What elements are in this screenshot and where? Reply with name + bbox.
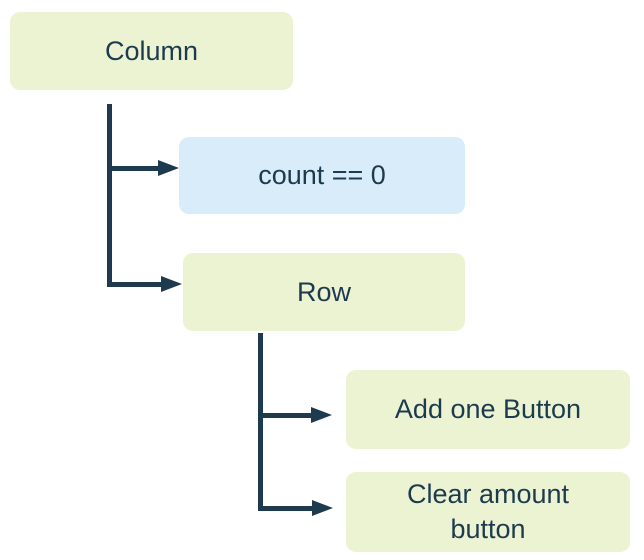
node-add-one-button: Add one Button	[346, 370, 630, 449]
node-row: Row	[183, 253, 465, 331]
connector-row-to-clear-button	[258, 506, 313, 511]
connector-column-to-row	[107, 282, 162, 287]
connector-column-to-condition	[107, 166, 159, 171]
arrowhead-icon	[161, 276, 182, 292]
node-clear-amount-button: Clear amount button	[346, 472, 630, 552]
arrowhead-icon	[158, 160, 179, 176]
arrowhead-icon	[311, 407, 332, 423]
connector-column-trunk	[107, 104, 112, 287]
node-count-condition: count == 0	[179, 137, 465, 214]
node-column: Column	[10, 12, 293, 90]
connector-row-trunk	[258, 333, 263, 511]
connector-row-to-add-button	[258, 413, 312, 418]
arrowhead-icon	[312, 500, 333, 516]
